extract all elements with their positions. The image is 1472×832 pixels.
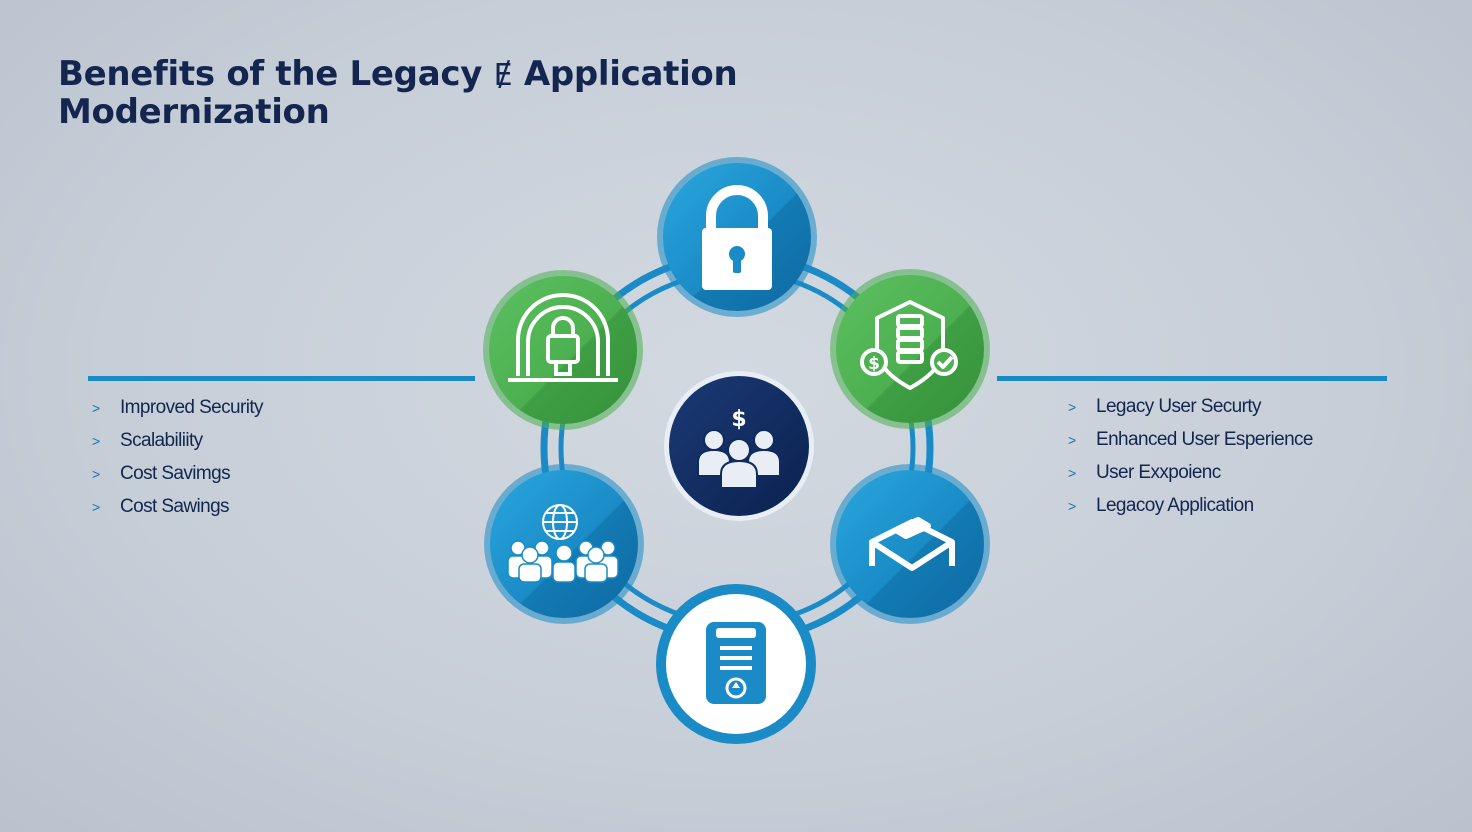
node-scalability: [484, 464, 644, 624]
node-documentation: [656, 584, 816, 744]
list-item-label: Improved Security: [120, 397, 264, 418]
people-globe-icon: [507, 504, 619, 583]
shield-dollar-glyph: $: [868, 354, 880, 374]
shield-dollar-check-icon: [860, 300, 958, 390]
title-inline-glyph: Ɇ: [493, 58, 513, 93]
title-line1-start: Benefits of the Legacy: [58, 54, 494, 94]
chevron-right-icon: >: [92, 433, 100, 449]
node-cost-security: $: [830, 269, 990, 429]
list-item-label: Enhanced User Esperience: [1096, 429, 1314, 450]
chevron-right-icon: >: [1068, 399, 1076, 415]
chevron-right-icon: >: [1068, 498, 1076, 514]
chevron-right-icon: >: [92, 466, 100, 482]
center-node: $: [664, 371, 814, 521]
list-item-label: Scalabiliity: [120, 430, 203, 451]
list-item-label: Legacy User Securty: [1096, 396, 1262, 417]
center-dollar-symbol: $: [731, 407, 746, 432]
document-icon: [706, 622, 766, 704]
left-divider-line: [88, 376, 475, 381]
chevron-right-icon: >: [92, 499, 100, 515]
title-line1-end: Application: [512, 54, 738, 94]
list-item-label: Cost Sawings: [120, 496, 230, 517]
node-legacy-protection: [483, 270, 643, 430]
chevron-right-icon: >: [1068, 432, 1076, 448]
people-dollar-icon: [697, 429, 781, 489]
list-item-label: User Exxpoienc: [1096, 462, 1221, 483]
graduation-cap-icon: [869, 517, 955, 571]
archway-lock-icon: [508, 293, 618, 382]
list-item-label: Cost Savimgs: [120, 463, 231, 484]
node-security: [657, 157, 817, 317]
title-line2: Modernization: [58, 92, 330, 132]
list-item-label: Legacoy Application: [1096, 495, 1254, 516]
chevron-right-icon: >: [92, 400, 100, 416]
chevron-right-icon: >: [1068, 465, 1076, 481]
node-user-experience: [830, 464, 990, 624]
padlock-icon: [702, 185, 772, 290]
right-divider-line: [997, 376, 1387, 381]
